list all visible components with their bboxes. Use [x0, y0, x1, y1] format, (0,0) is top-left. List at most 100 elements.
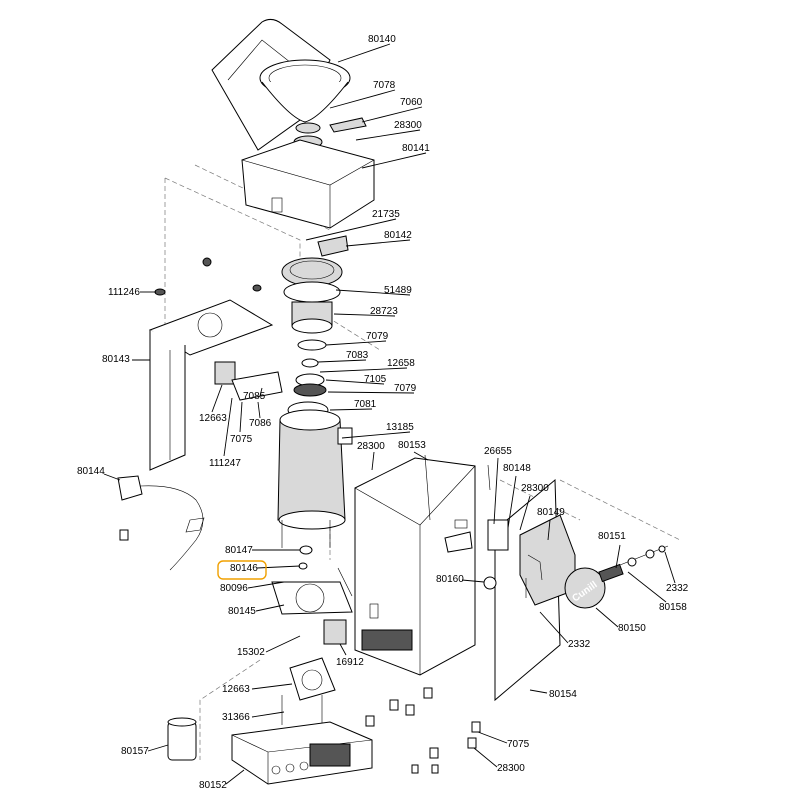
- capacitor-drawing: [167, 717, 197, 761]
- leader-line: [371, 451, 375, 471]
- highlight-box: [217, 560, 267, 580]
- callout-7060: 7060: [361, 97, 423, 123]
- callout-80151: 80151: [598, 531, 626, 569]
- base-box-drawing: [231, 721, 373, 785]
- callout-80152: 80152: [199, 769, 245, 791]
- part-number-label: 80154: [549, 689, 577, 700]
- leader-line: [329, 408, 373, 411]
- leader-line: [251, 711, 285, 718]
- leader-line: [305, 218, 397, 241]
- part-number-label: 13185: [386, 422, 414, 433]
- leader-line: [539, 611, 569, 644]
- part-number-label: 16912: [336, 657, 364, 668]
- part-number-label: 2332: [568, 639, 591, 650]
- leader-line: [211, 384, 223, 413]
- part-number-label: 7060: [400, 97, 423, 108]
- leader-line: [361, 152, 427, 169]
- parts-artwork: Cunill: [117, 18, 669, 785]
- part-number-label: 80152: [199, 780, 227, 791]
- part-number-label: 28300: [394, 120, 422, 131]
- leader-line: [239, 401, 243, 433]
- callout-21735: 21735: [305, 209, 400, 241]
- leader-line: [473, 747, 498, 768]
- callout-28300: 28300: [357, 441, 385, 471]
- leader-line: [329, 89, 396, 109]
- part-number-label: 28300: [497, 763, 525, 774]
- leader-line: [355, 129, 421, 141]
- part-number-label: 28723: [370, 306, 398, 317]
- callout-12663: 12663: [222, 683, 293, 695]
- leader-line: [257, 401, 261, 419]
- callout-16912: 16912: [336, 643, 364, 668]
- part-number-label: 80144: [77, 466, 105, 477]
- callout-80096: 80096: [220, 581, 285, 594]
- grinder-drawing: [281, 235, 349, 419]
- callout-80147: 80147: [225, 545, 300, 556]
- leader-line: [615, 544, 621, 569]
- part-number-label: 111247: [209, 458, 241, 469]
- callout-80142: 80142: [345, 230, 412, 247]
- part-number-label: 7081: [354, 399, 377, 410]
- leader-line: [507, 475, 517, 529]
- part-number-label: 12663: [199, 413, 227, 424]
- funnel-drawing: [259, 59, 367, 149]
- leader-line: [627, 571, 667, 603]
- leader-line: [147, 744, 169, 752]
- callout-51489: 51489: [335, 285, 412, 296]
- callout-80160: 80160: [436, 574, 485, 585]
- leader-line: [325, 340, 387, 346]
- left-bracket-drawing: [148, 257, 283, 471]
- leader-line: [327, 391, 415, 394]
- main-housing-drawing: [354, 454, 491, 676]
- leader-line: [345, 239, 411, 247]
- leader-line: [337, 43, 391, 63]
- lower-parts-drawing: [281, 619, 347, 725]
- part-number-label: 80143: [102, 354, 130, 365]
- callout-80148: 80148: [503, 463, 531, 529]
- callout-7085: 7085: [243, 387, 266, 402]
- callout-15302: 15302: [237, 635, 301, 658]
- callout-80141: 80141: [361, 143, 430, 169]
- callout-7075: 7075: [477, 731, 530, 750]
- leader-line: [319, 367, 408, 373]
- leader-line: [493, 457, 499, 525]
- part-number-label: 111246: [108, 287, 140, 298]
- brand-badge-drawing: Cunill: [564, 545, 669, 609]
- callout-80149: 80149: [537, 507, 565, 541]
- part-number-label: 7078: [373, 80, 396, 91]
- part-number-label: 80160: [436, 574, 464, 585]
- leader-line: [103, 473, 121, 481]
- callout-28300: 28300: [519, 483, 549, 531]
- leader-line: [247, 581, 285, 589]
- callout-111246: 111246: [108, 287, 156, 298]
- part-number-label: 31366: [222, 712, 250, 723]
- part-number-label: 28300: [357, 441, 385, 452]
- callout-12663: 12663: [199, 384, 227, 424]
- leader-line: [265, 635, 301, 653]
- leader-line: [335, 289, 411, 296]
- part-number-label: 80141: [402, 143, 430, 154]
- part-number-label: 80142: [384, 230, 412, 241]
- leader-line: [325, 379, 385, 385]
- callout-7079: 7079: [327, 383, 417, 394]
- part-number-label: 12658: [387, 358, 415, 369]
- callout-80146: 80146: [217, 560, 301, 580]
- part-number-label: 28300: [521, 483, 549, 494]
- part-number-label: 80153: [398, 440, 426, 451]
- leader-line: [225, 769, 245, 785]
- part-number-label: 51489: [384, 285, 412, 296]
- leader-line: [333, 313, 396, 317]
- part-number-label: 80147: [225, 545, 253, 556]
- callout-80144: 80144: [77, 466, 121, 481]
- part-number-label: 80157: [121, 746, 149, 757]
- part-number-label: 7086: [249, 418, 272, 429]
- upper-housing-drawing: [241, 139, 375, 229]
- part-number-label: 7083: [346, 350, 369, 361]
- leader-line: [317, 359, 367, 363]
- part-number-label: 7085: [243, 391, 266, 402]
- part-number-label: 21735: [372, 209, 400, 220]
- leader-line: [341, 431, 411, 439]
- callout-7086: 7086: [249, 401, 272, 429]
- callout-111247: 111247: [209, 397, 241, 469]
- leader-line: [413, 451, 429, 461]
